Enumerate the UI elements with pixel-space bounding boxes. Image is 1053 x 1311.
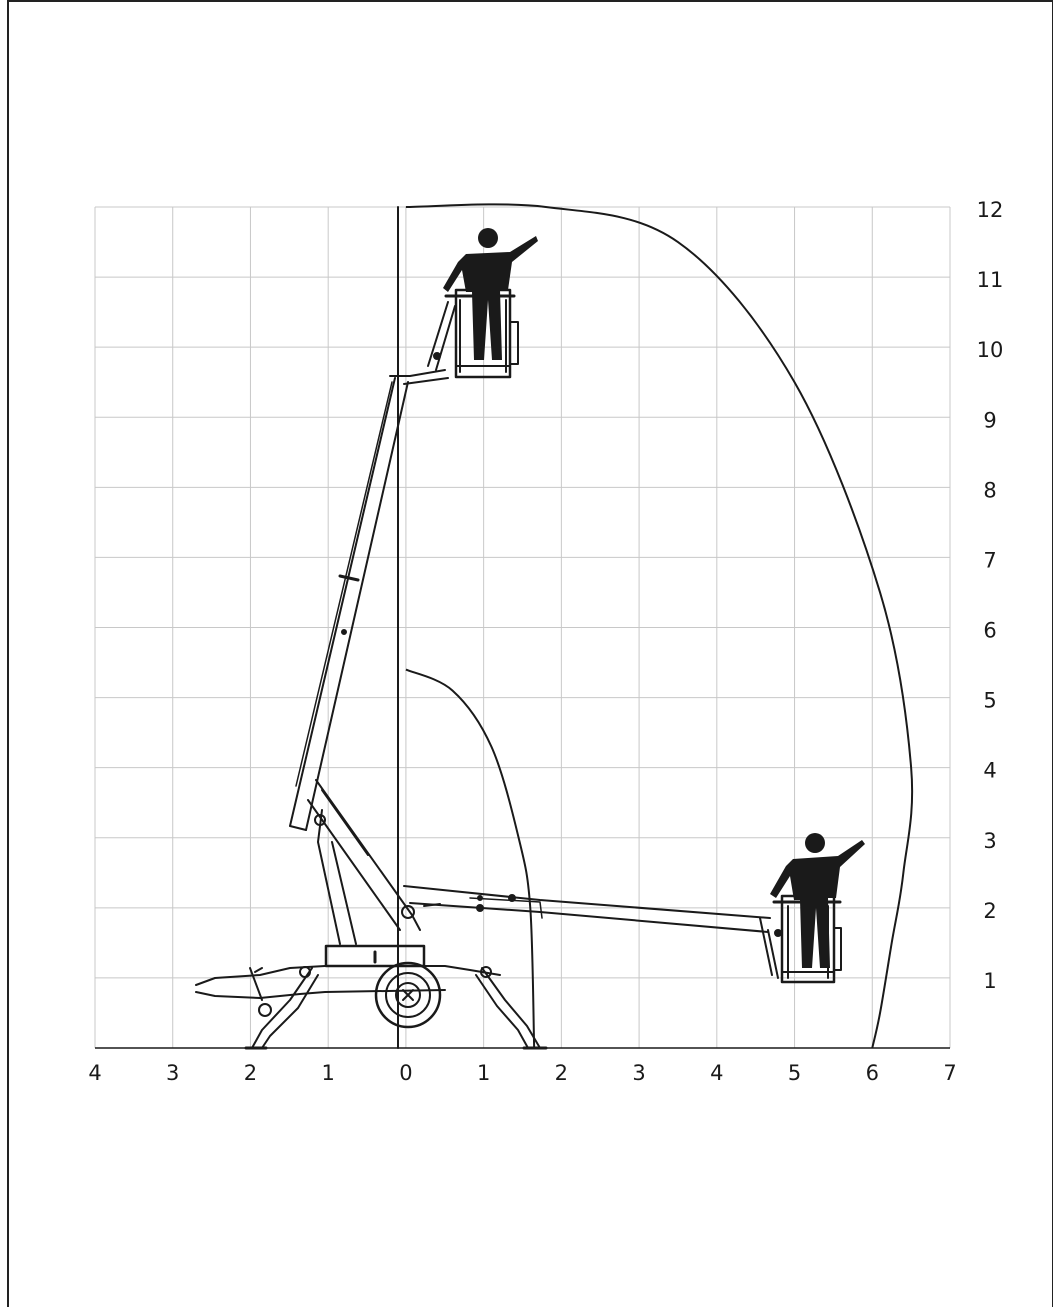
y-tick-label: 12 <box>977 198 1004 222</box>
x-tick-label: 4 <box>88 1061 101 1085</box>
x-tick-label: 5 <box>788 1061 801 1085</box>
y-tick-label: 9 <box>983 408 996 432</box>
x-tick-label: 7 <box>943 1061 956 1085</box>
y-tick-label: 7 <box>983 548 996 572</box>
x-tick-label: 1 <box>477 1061 490 1085</box>
y-tick-label: 2 <box>983 899 996 923</box>
operator-figure-icon <box>443 228 538 360</box>
operator-figure-icon <box>770 833 865 968</box>
grid <box>94 206 951 1049</box>
y-tick-label: 1 <box>983 969 996 993</box>
page-border <box>7 0 1053 1311</box>
y-tick-label: 4 <box>983 759 996 783</box>
working-envelopes <box>405 203 914 1049</box>
envelope-outer <box>405 203 914 1049</box>
x-tick-label: 3 <box>632 1061 645 1085</box>
x-tick-label: 1 <box>321 1061 334 1085</box>
y-tick-label: 5 <box>983 689 996 713</box>
x-tick-label: 0 <box>399 1061 412 1085</box>
y-tick-label: 11 <box>977 268 1004 292</box>
x-tick-label: 2 <box>244 1061 257 1085</box>
x-tick-label: 2 <box>555 1061 568 1085</box>
y-tick-label: 10 <box>977 338 1004 362</box>
x-axis-ticks: 4 3 2 1 0 1 2 3 4 5 6 7 <box>88 1061 956 1085</box>
y-tick-label: 6 <box>983 619 996 643</box>
x-tick-label: 3 <box>166 1061 179 1085</box>
x-tick-label: 6 <box>866 1061 879 1085</box>
envelope-inner <box>405 668 536 1049</box>
x-tick-label: 4 <box>710 1061 723 1085</box>
y-tick-label: 8 <box>983 478 996 502</box>
y-tick-label: 3 <box>983 829 996 853</box>
